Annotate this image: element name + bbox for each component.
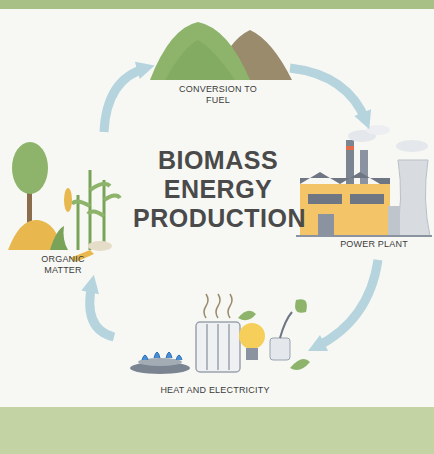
root-vegetable [88, 241, 112, 251]
door [318, 214, 334, 236]
stage-label: POWER PLANT [340, 239, 408, 250]
flame [142, 352, 182, 360]
cable [280, 312, 292, 338]
window [308, 194, 342, 204]
ground-line [296, 235, 432, 237]
wheat [64, 188, 72, 212]
cycle-arrow [290, 68, 366, 121]
grass [50, 226, 68, 250]
organic-matter [8, 142, 120, 262]
cycle-stage: HEAT AND ELECTRICITY [120, 275, 310, 396]
label-row: HEAT AND ELECTRICITY [120, 385, 310, 396]
stage-label: HEAT AND ELECTRICITY [160, 385, 269, 396]
radiator-fins [207, 324, 229, 370]
smoke [396, 140, 428, 152]
bottom-bar [0, 407, 434, 454]
label-row: ORGANIC MATTER [8, 254, 118, 276]
window [350, 194, 384, 204]
heat-electricity [130, 294, 310, 374]
label-row: CONVERSION TO FUEL [150, 84, 286, 106]
light-bulb [239, 323, 265, 349]
chimney-band [346, 146, 354, 150]
top-bar [0, 0, 434, 9]
diagram-title: BIOMASS ENERGY PRODUCTION [133, 146, 303, 232]
heat-waves [204, 294, 232, 318]
bulb-base [246, 348, 258, 360]
smoke [366, 125, 390, 135]
fuel-pile [150, 22, 250, 80]
label-row: POWER PLANT [296, 239, 432, 250]
radiator [196, 322, 240, 372]
tree-crown [12, 142, 48, 194]
leaf [238, 311, 256, 320]
chimney [346, 140, 354, 190]
cycle-stage: CONVERSION TO FUEL [150, 18, 286, 106]
leaf [72, 184, 120, 216]
building [300, 184, 390, 236]
cycle-arrow [104, 68, 146, 132]
cycle-stage: ORGANIC MATTER [8, 140, 118, 276]
socket [270, 338, 290, 360]
tank [388, 206, 400, 236]
fuel-pile-shade [165, 40, 235, 80]
leaf [295, 299, 307, 313]
cycle-arrow [90, 284, 114, 337]
stage-label: ORGANIC MATTER [31, 254, 95, 276]
cycle-stage: POWER PLANT [296, 125, 432, 250]
cooling-tower [396, 160, 430, 236]
power-plant [296, 125, 432, 236]
roof [300, 172, 390, 184]
stage-label: CONVERSION TO FUEL [173, 84, 263, 106]
cycle-arrow [316, 260, 378, 347]
leaf [290, 359, 310, 370]
